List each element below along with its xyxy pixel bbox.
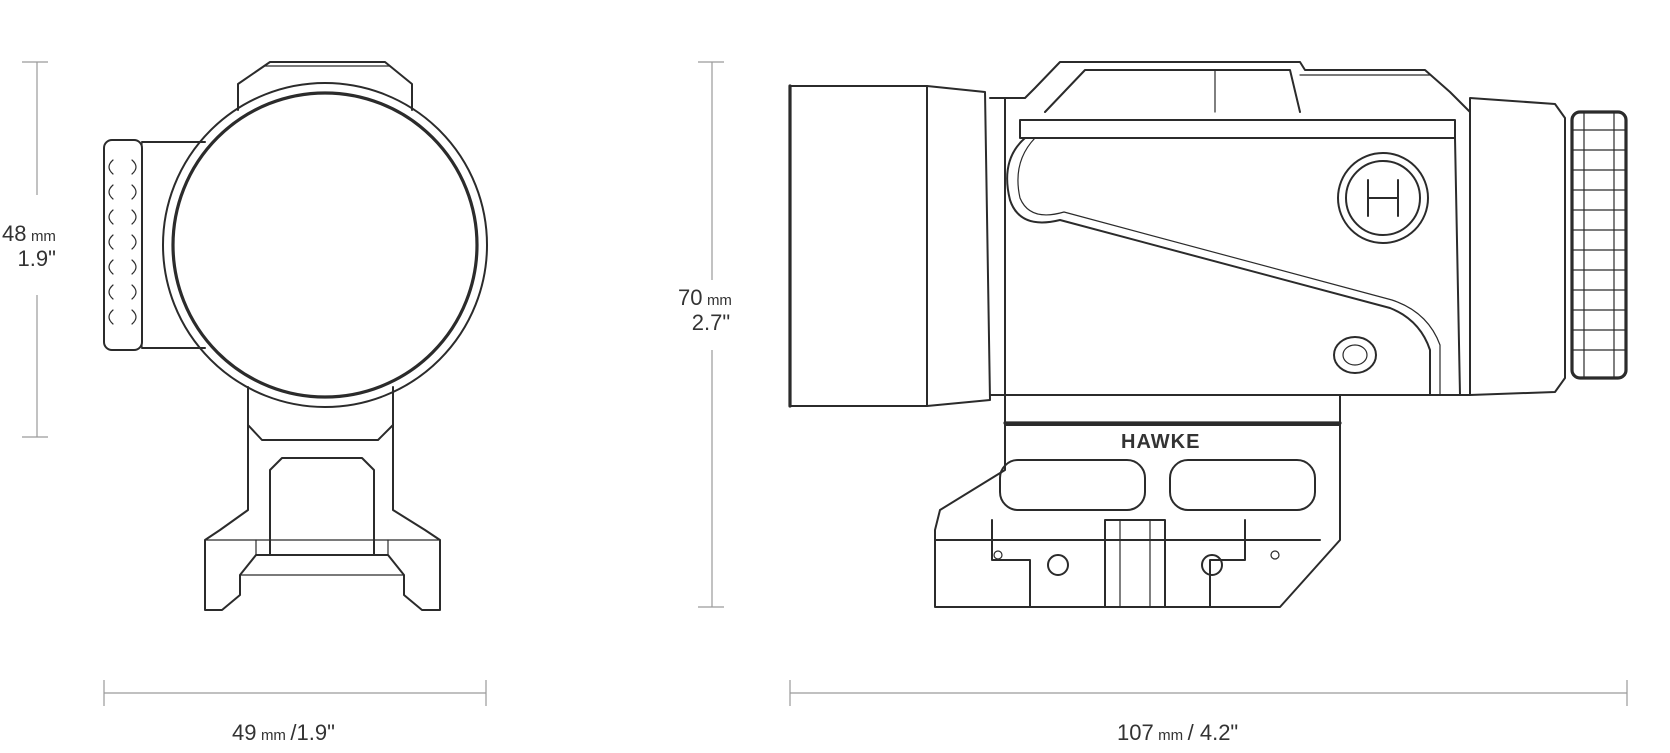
side-length-unit: mm <box>1158 727 1184 744</box>
front-height-value: 48 <box>2 221 27 246</box>
front-width-dimension-line <box>103 680 487 706</box>
front-width-imperial: /1.9" <box>290 720 335 745</box>
front-side-knob <box>103 139 206 351</box>
front-objective-outer-ring <box>162 82 488 408</box>
front-width-unit: mm <box>260 727 286 744</box>
side-illumination-knob <box>1337 152 1429 244</box>
brand-logo: HAWKE <box>1121 431 1201 453</box>
front-height-dimension-line <box>22 61 48 438</box>
side-mount-base <box>934 394 1342 608</box>
front-height-imperial: 1.9" <box>17 246 56 271</box>
front-top-turret <box>237 61 413 111</box>
side-height-label: 70 mm 2.7" <box>678 287 732 334</box>
front-width-value: 49 <box>232 720 257 745</box>
side-length-label: 107 mm / 4.2" <box>1117 722 1238 744</box>
side-height-unit: mm <box>706 292 732 309</box>
side-eyepiece-housing <box>1469 97 1566 396</box>
side-height-value: 70 <box>678 285 703 310</box>
side-view <box>698 61 1628 608</box>
side-length-dimension-line <box>789 680 1628 706</box>
side-height-imperial: 2.7" <box>691 310 731 335</box>
front-mount-body <box>247 386 394 441</box>
side-eyepiece-ring <box>1570 110 1628 380</box>
side-length-value: 107 <box>1117 720 1154 745</box>
side-screw <box>1333 336 1377 374</box>
side-height-dimension-line <box>698 61 724 608</box>
side-main-body <box>1004 61 1471 396</box>
front-height-unit: mm <box>30 228 56 245</box>
side-length-imperial: / 4.2" <box>1187 720 1239 745</box>
front-width-label: 49 mm /1.9" <box>232 722 335 744</box>
front-objective-lens <box>171 91 479 399</box>
front-height-label: 48 mm 1.9" <box>2 223 56 270</box>
side-panel-diagonal <box>1006 137 1431 396</box>
side-objective-end <box>788 84 1006 408</box>
front-view <box>22 61 488 611</box>
